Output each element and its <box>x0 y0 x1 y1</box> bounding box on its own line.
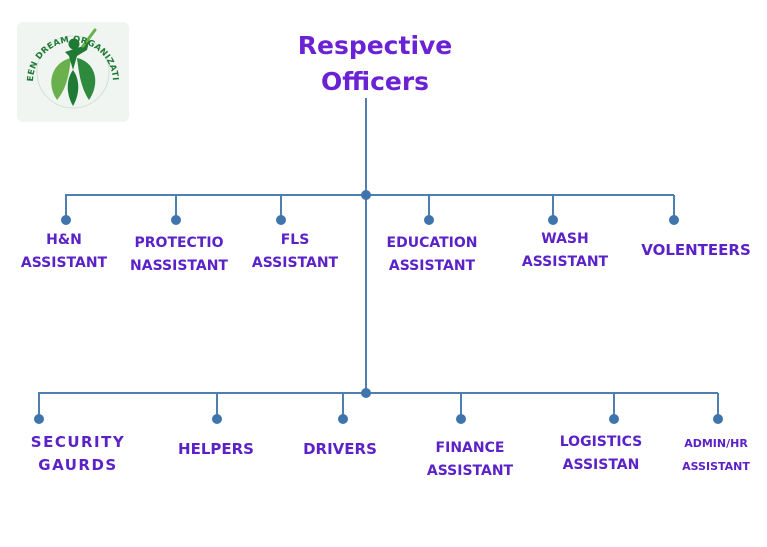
tier2-junction-dot <box>361 388 371 398</box>
tier1-node-dot <box>276 215 286 225</box>
tier2-branch <box>613 393 615 419</box>
node-admin-hr-assistant: ADMIN/HR ASSISTANT <box>682 437 750 473</box>
tier1-branch <box>175 195 177 220</box>
tier1-branch <box>280 195 282 220</box>
tier1-node-dot <box>669 215 679 225</box>
tier1-branch <box>428 195 430 220</box>
tier2-branch <box>216 393 218 419</box>
organization-logo: GREEN DREAM ORGANIZATION <box>17 22 129 122</box>
node-education-assistant: EDUCATION ASSISTANT <box>386 235 478 274</box>
title-line-1: Respective <box>297 31 453 60</box>
tier2-node-dot <box>609 414 619 424</box>
tier2-node-dot <box>212 414 222 424</box>
chart-title: Respective Officers <box>240 28 510 100</box>
tier2-branch <box>460 393 462 419</box>
tier1-node-dot <box>424 215 434 225</box>
tier1-node-dot <box>548 215 558 225</box>
node-security-guards: SECURITY GAURDS <box>30 433 126 474</box>
node-fls-assistant: FLS ASSISTANT <box>251 232 339 271</box>
tier2-branch <box>717 393 719 419</box>
leaf-person-logo-icon: GREEN DREAM ORGANIZATION <box>17 22 120 109</box>
tier2-node-dot <box>338 414 348 424</box>
tier2-node-dot <box>456 414 466 424</box>
tier2-node-dot <box>34 414 44 424</box>
tier2-branch <box>342 393 344 419</box>
node-wash-assistant: WASH ASSISTANT <box>521 231 609 270</box>
node-protection-assistant: PROTECTIO NASSISTANT <box>130 235 228 274</box>
node-finance-assistant: FINANCE ASSISTANT <box>426 440 514 479</box>
tier1-junction-dot <box>361 190 371 200</box>
tier1-branch <box>673 195 675 220</box>
tier2-bar <box>38 392 718 394</box>
node-volunteers: VOLENTEERS <box>641 241 751 259</box>
trunk-top <box>365 98 367 195</box>
node-hn-assistant: H&N ASSISTANT <box>20 232 108 271</box>
tier1-branch <box>65 195 67 220</box>
tier1-branch <box>552 195 554 220</box>
title-line-2: Officers <box>320 67 430 96</box>
tier2-node-dot <box>713 414 723 424</box>
tier1-node-dot <box>61 215 71 225</box>
node-helpers: HELPERS <box>178 440 254 458</box>
trunk-middle <box>365 195 367 392</box>
node-logistics-assistant: LOGISTICS ASSISTAN <box>559 434 643 473</box>
tier1-node-dot <box>171 215 181 225</box>
node-drivers: DRIVERS <box>303 440 377 458</box>
tier2-branch <box>38 393 40 419</box>
